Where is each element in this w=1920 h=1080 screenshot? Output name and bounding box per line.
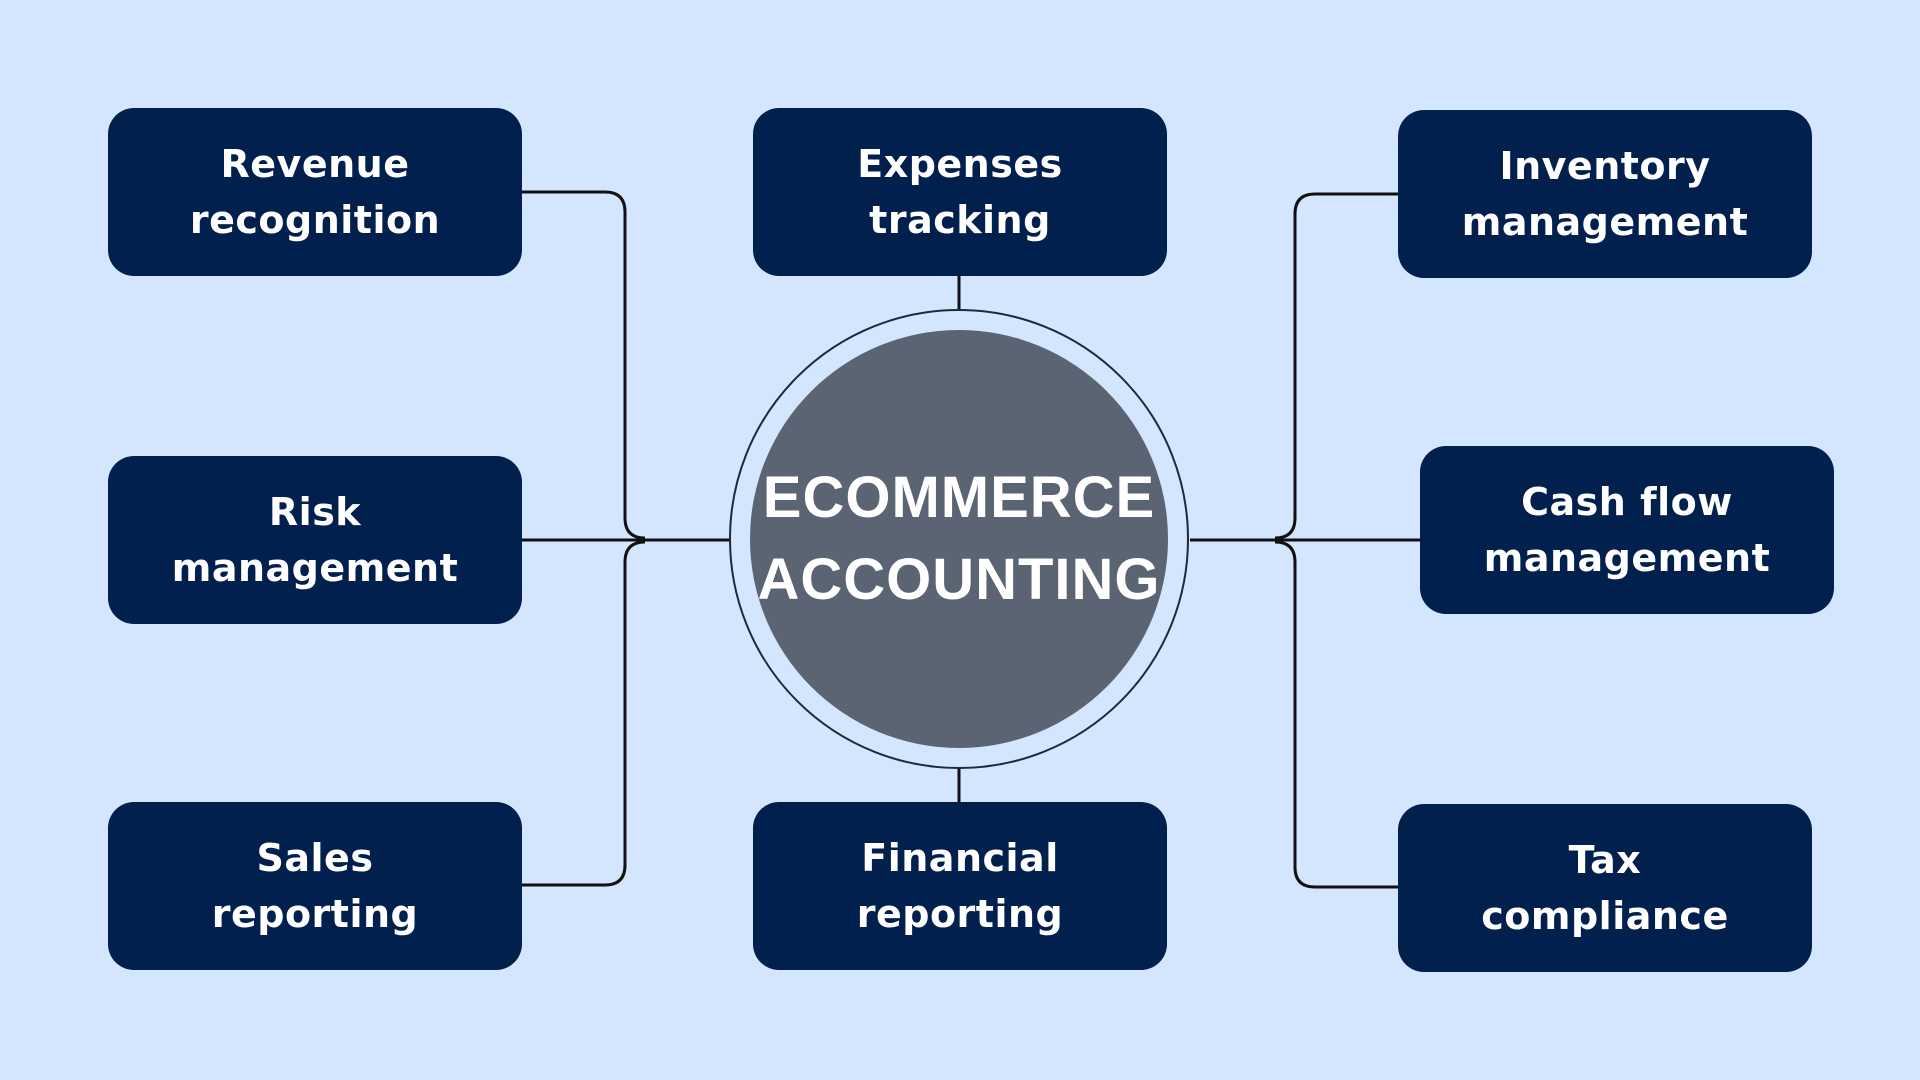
node-sales-reporting: Sales reporting bbox=[108, 802, 522, 970]
node-label: Revenue recognition bbox=[189, 142, 441, 242]
hub-title: ECOMMERCE ACCOUNTING bbox=[757, 465, 1161, 612]
node-label: Inventory management bbox=[1461, 144, 1749, 244]
node-label: Cash flow management bbox=[1483, 480, 1771, 580]
hub-outer-ring bbox=[729, 309, 1189, 769]
node-label: Expenses tracking bbox=[857, 142, 1063, 242]
node-risk-management: Risk management bbox=[108, 456, 522, 624]
node-revenue-recognition: Revenue recognition bbox=[108, 108, 522, 276]
node-label: Tax compliance bbox=[1481, 838, 1729, 938]
node-label: Financial reporting bbox=[856, 836, 1064, 936]
node-expenses-tracking: Expenses tracking bbox=[753, 108, 1167, 276]
node-inventory-management: Inventory management bbox=[1398, 110, 1812, 278]
node-tax-compliance: Tax compliance bbox=[1398, 804, 1812, 972]
connector-inventory-management bbox=[1274, 192, 1398, 540]
node-label: Risk management bbox=[171, 490, 459, 590]
hub-circle: ECOMMERCE ACCOUNTING bbox=[750, 330, 1168, 748]
node-financial-reporting: Financial reporting bbox=[753, 802, 1167, 970]
node-cash-flow-management: Cash flow management bbox=[1420, 446, 1834, 614]
connector-revenue-recognition bbox=[522, 190, 646, 540]
connector-tax-compliance bbox=[1274, 540, 1398, 889]
connector-sales-reporting bbox=[522, 540, 646, 887]
node-label: Sales reporting bbox=[211, 836, 419, 936]
